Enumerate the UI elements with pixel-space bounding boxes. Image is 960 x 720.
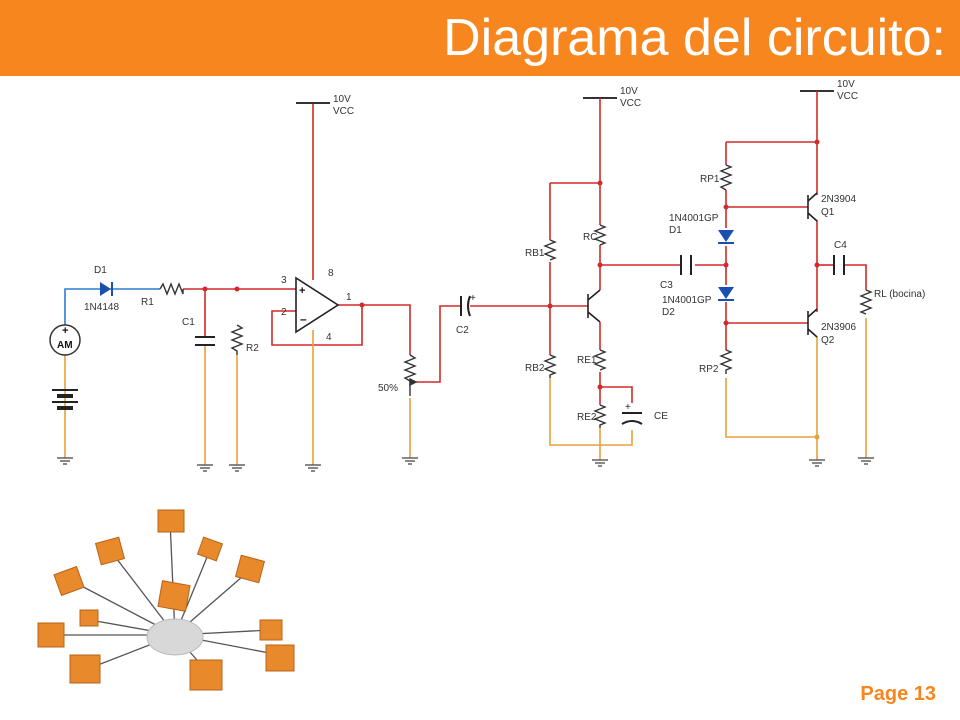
signal-wires	[64, 288, 160, 325]
svg-text:+: +	[299, 285, 305, 297]
resistors	[159, 164, 873, 428]
q1-label: Q1	[821, 207, 835, 218]
rb2-label: RB2	[525, 363, 545, 374]
diode-bias-1	[718, 230, 734, 244]
opamp-pin8: 8	[328, 268, 334, 279]
circuit-schematic: 10V VCC 10V VCC 10V VCC + AM D1 1N4148	[49, 79, 925, 472]
svg-text:+: +	[62, 325, 68, 337]
q2-label: Q2	[821, 335, 835, 346]
svg-text:–: –	[300, 312, 307, 326]
c2-label: C2	[456, 325, 469, 336]
vcc3-voltage: 10V	[837, 79, 855, 90]
r1-label: R1	[141, 297, 154, 308]
transistor-q1	[807, 192, 818, 222]
capacitors	[195, 255, 845, 425]
c3-label: C3	[660, 280, 673, 291]
dgp2-label: D2	[662, 307, 675, 318]
rl-label: RL (bocina)	[874, 289, 925, 300]
pot-label: 50%	[378, 383, 398, 394]
title-bar: Diagrama del circuito:	[0, 0, 960, 76]
svg-text:+: +	[470, 293, 476, 304]
am-source: + AM	[49, 324, 81, 356]
svg-text:+: +	[625, 402, 631, 413]
re1-label: RE1	[577, 355, 597, 366]
rb1-label: RB1	[525, 248, 545, 259]
opamp: + –	[295, 276, 340, 334]
diode-d1	[100, 282, 113, 296]
vcc2-label: VCC	[620, 98, 641, 109]
ground-symbols	[57, 457, 874, 472]
vcc3-label: VCC	[837, 91, 858, 102]
opamp-pin2: 2	[281, 307, 287, 318]
opamp-pin4: 4	[326, 332, 332, 343]
junctions	[202, 139, 820, 440]
vcc2-voltage: 10V	[620, 86, 638, 97]
ground-wires	[64, 318, 867, 465]
q2-part: 2N3906	[821, 322, 856, 333]
vcc1-label: VCC	[333, 106, 354, 117]
dgp1-label: D1	[669, 225, 682, 236]
ce-label: CE	[654, 411, 668, 422]
r2-label: R2	[246, 343, 259, 354]
page-number: Page 13	[860, 683, 936, 705]
potentiometer	[403, 354, 418, 396]
dgp1-part: 1N4001GP	[669, 213, 719, 224]
rp2-label: RP2	[699, 364, 719, 375]
source-label: AM	[57, 340, 73, 351]
vcc1-voltage: 10V	[333, 94, 351, 105]
slide-title: Diagrama del circuito:	[443, 9, 946, 67]
c1-label: C1	[182, 317, 195, 328]
rc-label: RC	[583, 232, 597, 243]
q1-part: 2N3904	[821, 194, 856, 205]
rp1-label: RP1	[700, 174, 720, 185]
re2-label: RE2	[577, 412, 597, 423]
transistor-stage2	[587, 289, 601, 323]
d1-part: 1N4148	[84, 302, 119, 313]
d1-label: D1	[94, 265, 107, 276]
vcc-rails	[296, 90, 834, 104]
transistor-q2	[807, 308, 818, 338]
diode-bias-2	[718, 287, 734, 301]
opamp-pin1: 1	[346, 292, 352, 303]
dgp2-part: 1N4001GP	[662, 295, 712, 306]
opamp-pin3: 3	[281, 275, 287, 286]
network-hub-illustration	[37, 509, 295, 691]
battery-icon	[52, 389, 78, 410]
c4-label: C4	[834, 240, 847, 251]
